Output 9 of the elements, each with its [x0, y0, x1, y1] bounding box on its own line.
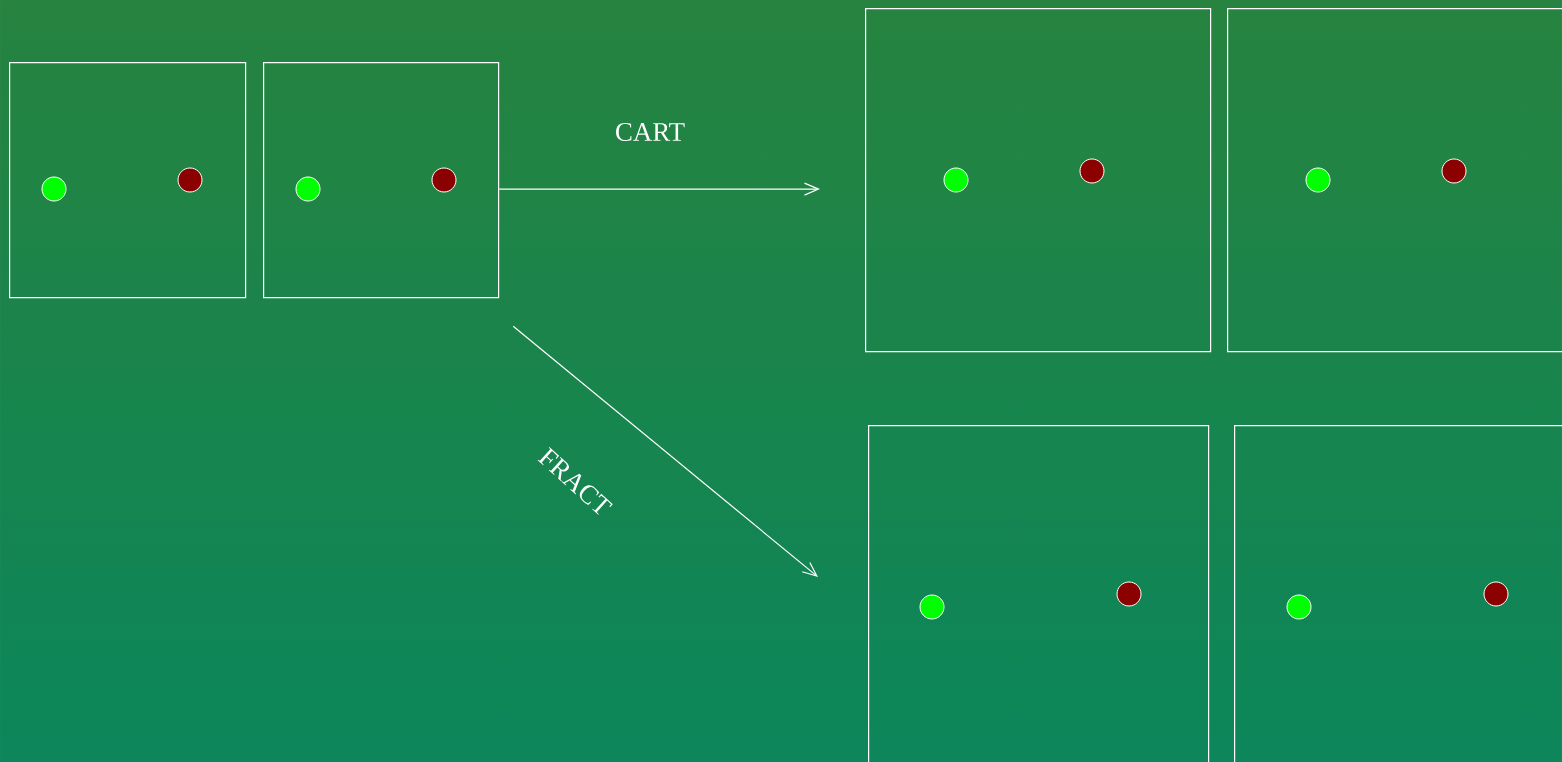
arrow: [498, 182, 820, 196]
frame-box: [9, 62, 247, 299]
frame-box: [263, 62, 500, 299]
frame-box: [1234, 425, 1562, 762]
frame-box: [868, 425, 1210, 762]
edge-label: CART: [616, 122, 685, 142]
frame-box: [1227, 8, 1562, 353]
arrow: [512, 325, 818, 577]
frame-box: [865, 8, 1212, 353]
